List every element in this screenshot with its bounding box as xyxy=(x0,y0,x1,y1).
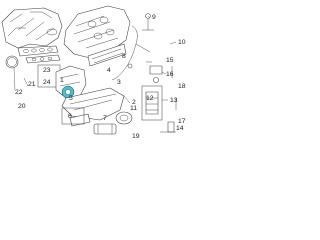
intake-manifold xyxy=(1,7,63,49)
callout-21: 21 xyxy=(28,81,36,88)
callout-8: 8 xyxy=(122,53,126,60)
callout-1: 1 xyxy=(60,77,64,84)
callout-20: 20 xyxy=(18,103,26,110)
callout-17: 17 xyxy=(178,118,186,125)
o-ring-seal xyxy=(5,55,19,69)
callout-9: 9 xyxy=(152,14,156,21)
engine-block xyxy=(63,5,131,59)
callout-19: 19 xyxy=(132,133,140,140)
drain-plug xyxy=(93,123,117,135)
callout-group-box xyxy=(141,85,163,121)
oil-filter xyxy=(115,111,133,125)
intake-gaskets xyxy=(17,45,61,64)
callout-11: 11 xyxy=(130,105,137,112)
callout-10: 10 xyxy=(178,39,186,46)
sensor-assembly xyxy=(145,91,159,115)
front-cover xyxy=(55,65,87,99)
callout-22: 22 xyxy=(15,89,23,96)
callout-23: 23 xyxy=(43,67,51,74)
callout-4: 4 xyxy=(107,67,111,74)
rear-cover-gasket xyxy=(87,43,127,67)
callout-14: 14 xyxy=(176,125,184,132)
callout-group-box xyxy=(61,107,85,125)
callout-15: 15 xyxy=(166,57,174,64)
callout-16: 16 xyxy=(166,71,174,78)
callout-7: 7 xyxy=(103,115,107,122)
oil-pan xyxy=(61,87,125,127)
callout-3: 3 xyxy=(117,79,121,86)
callout-5: 5 xyxy=(69,95,73,102)
callout-12: 12 xyxy=(146,95,154,102)
callout-6: 6 xyxy=(68,113,72,120)
dipstick-tube xyxy=(111,25,151,81)
callout-13: 13 xyxy=(170,97,178,104)
engine-parts-diagram: 22 21 23 24 20 4 3 1 8 9 10 15 16 5 2 11… xyxy=(1,5,186,140)
callout-2: 2 xyxy=(132,99,136,106)
callout-24: 24 xyxy=(43,79,51,86)
callout-18: 18 xyxy=(178,83,186,90)
fitting-parts xyxy=(127,13,177,133)
